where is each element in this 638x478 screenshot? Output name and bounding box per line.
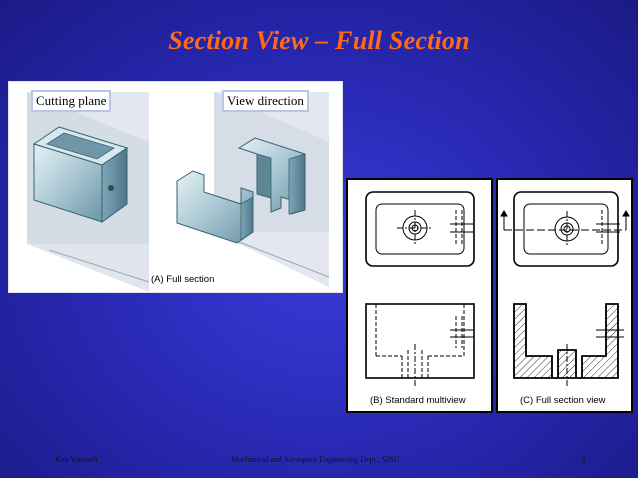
cutting-plane-label: Cutting plane [31,90,112,112]
figure-b-caption: (B) Standard multiview [370,395,466,406]
view-direction-label: View direction [222,90,309,112]
left-box-shape [32,126,129,223]
figure-c-caption: (C) Full section view [520,395,606,406]
isometric-full-section-figure: Cutting plane View direction (A) Full se… [8,81,343,293]
full-section-drawing [500,191,630,386]
isometric-section-drawing [27,92,330,292]
front-half-shape [176,170,254,244]
multiview-drawing [365,191,475,386]
figure-a-caption: (A) Full section [151,274,215,285]
page-number: 3 [581,455,586,465]
footer-department: Mechanical and Aerospace Engineering Dep… [231,455,400,464]
footer-author: Ken Youssefi [55,455,98,464]
slide-title: Section View – Full Section [168,26,470,55]
standard-multiview-figure: (B) Standard multiview [346,178,493,413]
back-half-shape [237,137,306,215]
full-section-view-figure: (C) Full section view [496,178,633,413]
